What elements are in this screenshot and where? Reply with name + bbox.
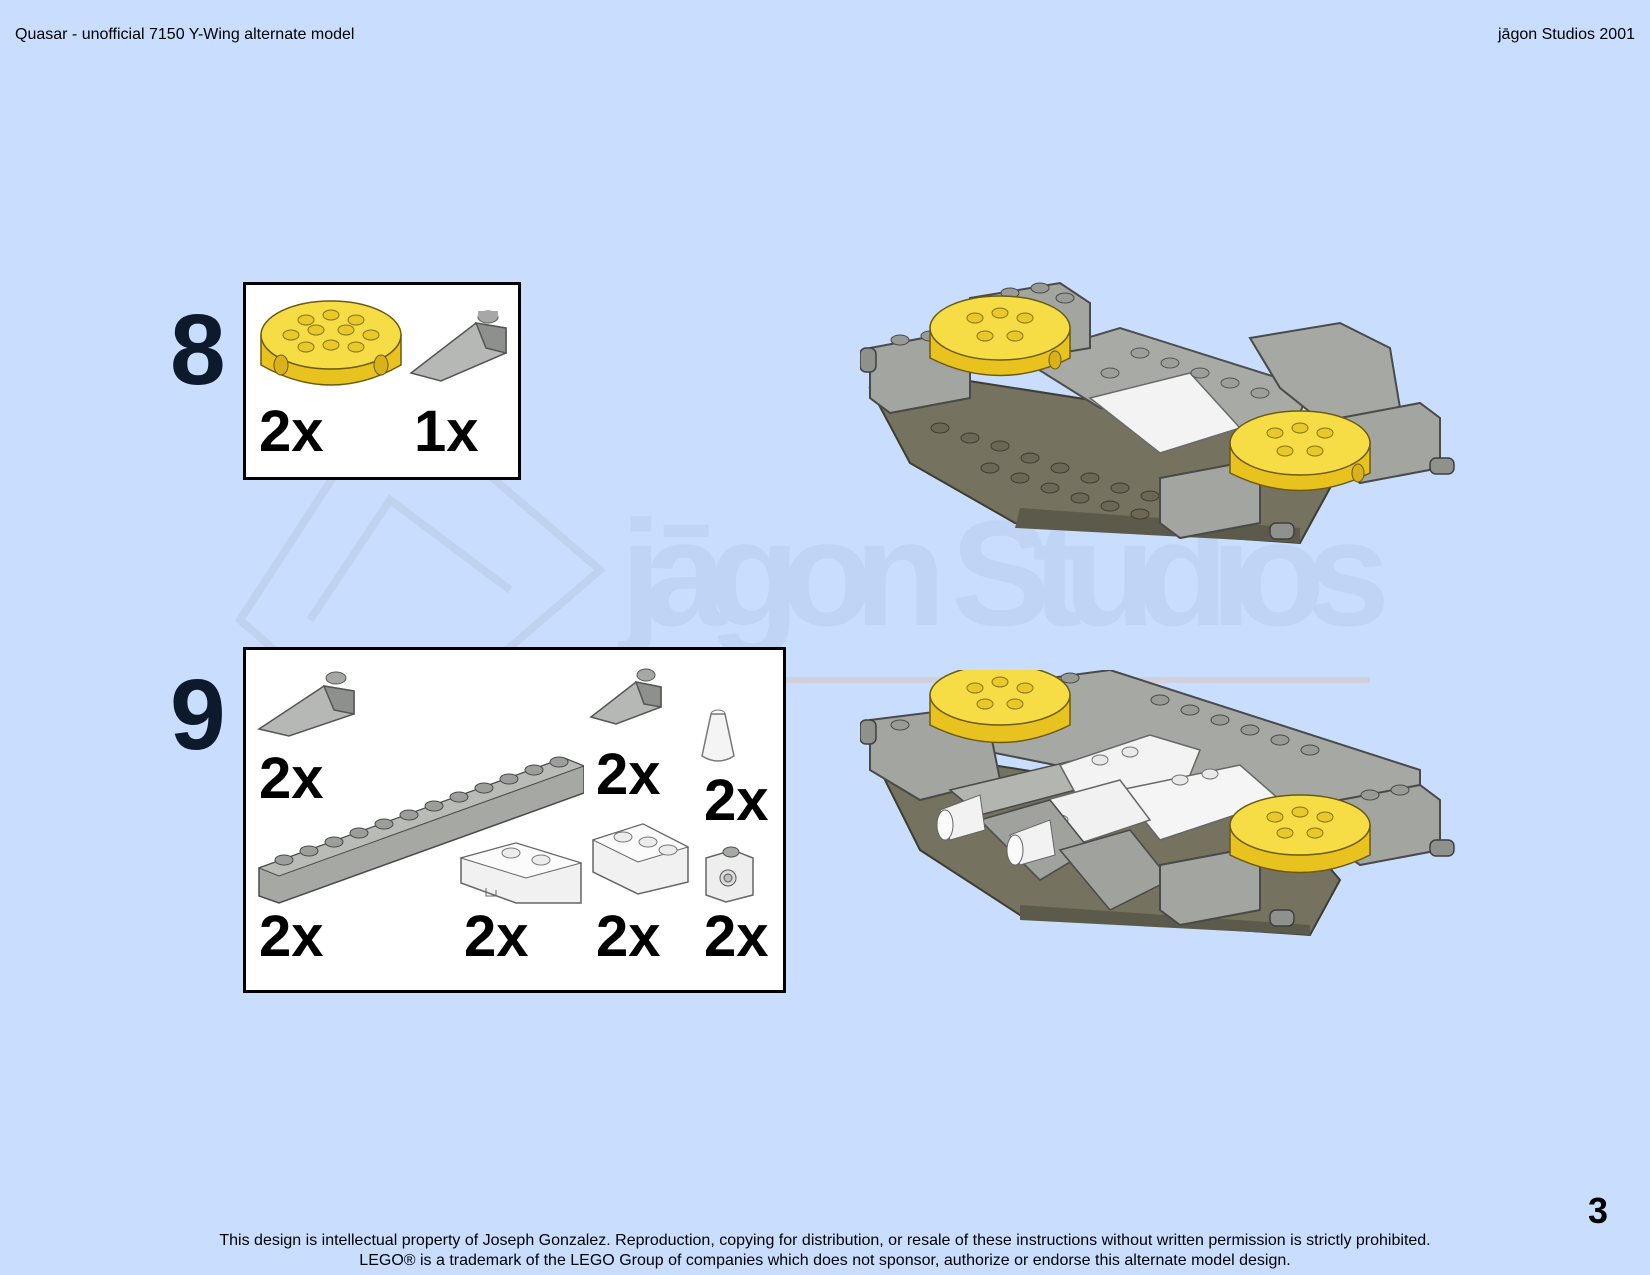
document-title: Quasar - unofficial 7150 Y-Wing alternat… [15,26,355,43]
page-number: 3 [1587,1190,1608,1231]
yellow-round-brick-icon [1229,794,1371,874]
parts-list-step-9: 2x 2x 2x 2x 2x 2x [243,647,786,993]
qty-label: 1x [414,399,479,464]
white-cone-icon [936,794,986,841]
step-number-9: 9 [170,659,226,771]
studio-credit: jāgon Studios 2001 [1498,26,1635,43]
gray-clip-brick-icon [705,846,754,903]
white-wedge-left-icon [459,842,583,904]
white-cone-icon [1006,819,1056,866]
qty-label: 2x [259,904,324,969]
qty-label: 2x [596,742,661,807]
qty-label: 2x [259,746,324,811]
qty-label: 2x [596,904,661,969]
qty-label: 2x [704,904,769,969]
white-cone-icon [701,709,735,762]
step-9-assembly-image [860,670,1455,937]
gray-slope-brick-icon [409,310,507,382]
white-wedge-right-icon [591,823,690,895]
parts-list-step-8: 2x 1x [243,282,521,480]
step-8-assembly-image [860,281,1455,545]
gray-slope-small-icon [589,668,662,725]
gray-plate-1x12-icon [257,756,584,904]
yellow-round-brick-icon [929,670,1071,744]
copyright-notice: This design is intellectual property of … [219,1232,1431,1249]
qty-label: 2x [704,768,769,833]
yellow-round-brick-icon [929,295,1071,377]
trademark-notice: LEGO® is a trademark of the LEGO Group o… [359,1252,1291,1269]
qty-label: 2x [259,399,324,464]
yellow-round-brick-icon [1229,410,1371,492]
step-number-8: 8 [170,294,226,406]
qty-label: 2x [464,904,529,969]
gray-slope-1x2-icon [257,671,355,737]
yellow-round-brick-icon [260,300,402,386]
